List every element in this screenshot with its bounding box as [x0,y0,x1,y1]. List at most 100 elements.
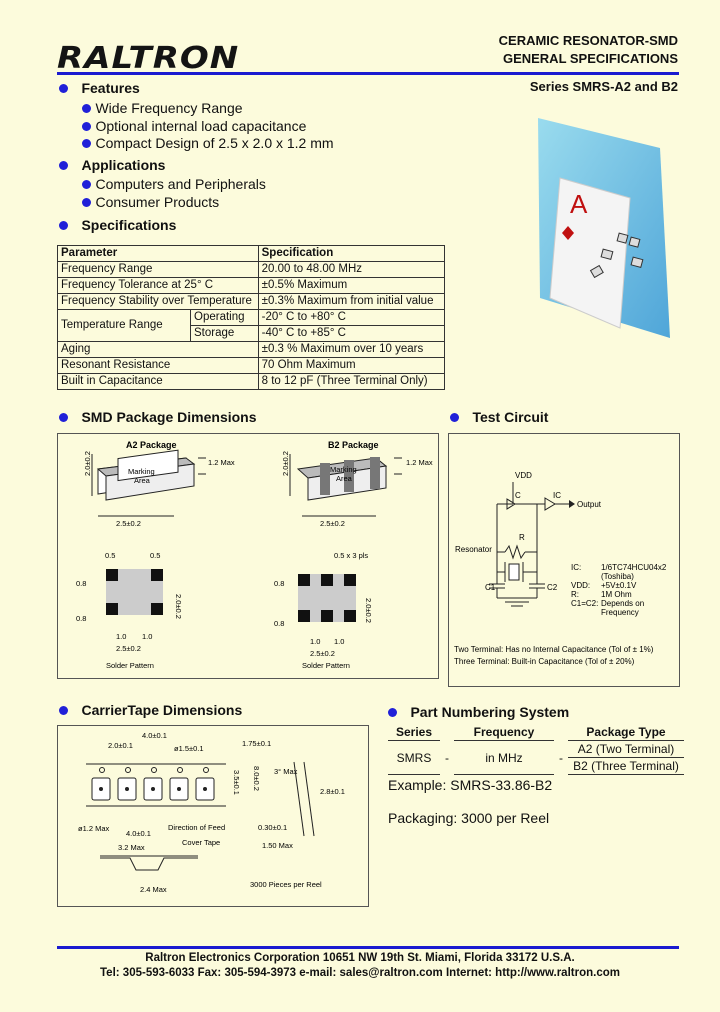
part-table: Series Frequency Package Type SMRS - in … [388,724,684,775]
b2-pad-dim: 0.8 [274,579,284,588]
tape-box: 2.0±0.1 4.0±0.1 ø1.5±0.1 1.75±0.1 3.5±0.… [57,725,369,907]
tape-dim: 2.8±0.1 [320,787,345,796]
bullet-icon [82,180,91,189]
a2-width-dim: 2.0±0.2 [83,451,92,476]
part-example: Example: SMRS-33.86-B2 [388,777,553,793]
tape-dim: 8.0±0.2 [252,766,261,791]
tape-heading: CarrierTape Dimensions [81,702,243,718]
bullet-icon [82,121,91,131]
smd-diagram-box: A2 Package Marking Area 1.2 Max 2.0±0.2 … [57,433,439,679]
b2-pad-dim: 1.0 [334,637,344,646]
legend-value: Frequency [601,608,639,617]
part-section: Part Numbering System [388,704,569,722]
footer-contact: Tel: 305-593-6033 Fax: 305-594-3973 e-ma… [100,967,620,979]
bullet-icon [59,221,68,230]
marking-label: Marking [128,467,155,476]
tape-dim: 2.4 Max [140,885,167,894]
tape-section: CarrierTape Dimensions [59,702,242,720]
a2-solder-label: Solder Pattern [106,661,154,670]
tape-dim: 3° Max [274,767,298,776]
b2-pad-dim: 2.5±0.2 [310,649,335,658]
bullet-icon [450,413,459,422]
applications-list: Computers and Peripherals Consumer Produ… [82,176,266,211]
b2-length-dim: 2.5±0.2 [320,519,345,528]
bullet-icon [82,104,91,113]
specifications-heading: Specifications [81,217,177,233]
footer-address: Raltron Electronics Corporation 10651 NW… [145,952,575,964]
bullet-icon [82,139,91,148]
legend-key: IC: [571,563,581,572]
smd-section: SMD Package Dimensions [59,409,257,427]
bullet-icon [59,84,68,93]
a2-height-dim: 1.2 Max [208,458,235,467]
circuit-note: Two Terminal: Has no Internal Capacitanc… [454,645,654,654]
doc-title-1: CERAMIC RESONATOR-SMD [498,33,678,48]
tape-dim: 2.0±0.1 [108,741,133,750]
resonator-label: Resonator [455,545,492,554]
c-label: C [515,491,521,500]
tape-dim: ø1.5±0.1 [174,744,204,753]
table-row: Frequency Tolerance at 25° C±0.5% Maximu… [57,277,446,294]
applications-section: Applications [59,157,165,175]
tape-dim: 3.2 Max [118,843,145,852]
area-label: Area [336,474,353,483]
circuit-note: Three Terminal: Built-in Capacitance (To… [454,657,635,666]
circuit-section: Test Circuit [450,409,548,427]
marking-label: Marking [330,465,357,474]
cover-label: Cover Tape [182,838,220,847]
a2-pad-dim: 1.0 [116,632,126,641]
list-item: Optional internal load capacitance [82,118,334,136]
pieces-label: 3000 Pieces per Reel [250,880,322,889]
b2-width-dim: 2.0±0.2 [281,451,290,476]
b2-title: B2 Package [328,440,379,450]
r-label: R [519,533,525,542]
feed-label: Direction of Feed [168,823,225,832]
tape-dim: 4.0±0.1 [126,829,151,838]
bullet-icon [59,706,68,715]
a2-pad-dim: 2.5±0.2 [116,644,141,653]
table-row: B2 (Three Terminal) [388,757,684,775]
doc-title-2: GENERAL SPECIFICATIONS [502,51,678,66]
c1-label: C1 [485,583,496,592]
tape-dim: 1.50 Max [262,841,293,850]
part-packaging: Packaging: 3000 per Reel [388,810,550,826]
circuit-box: VDD C IC Output R Resonator C1 C2 IC: 1/… [448,433,680,687]
bullet-icon [59,161,68,170]
circuit-heading: Test Circuit [472,409,549,425]
legend-value: (Toshiba) [601,572,634,581]
smd-heading: SMD Package Dimensions [81,409,257,425]
b2-pad-dim: 2.0±0.2 [364,598,373,623]
tape-dim: 4.0±0.1 [142,731,167,740]
ic-label: IC [553,491,561,500]
a2-pad-dim: 0.8 [76,579,86,588]
a2-length-dim: 2.5±0.2 [116,519,141,528]
tape-dim: 0.30±0.1 [258,823,287,832]
legend-value: +5V±0.1V [601,581,637,590]
a2-title: A2 Package [126,440,177,450]
bullet-icon [388,708,397,717]
legend-value: 1/6TC74HCU04x2 [601,563,667,572]
legend-key: R: [571,590,579,599]
table-row: Frequency Stability over Temperature±0.3… [57,293,446,310]
bullet-icon [82,197,91,207]
vdd-label: VDD [515,471,532,480]
header-rule [57,72,679,75]
column-header: Specification [257,245,446,262]
features-heading: Features [81,80,140,96]
legend-key: C1=C2: [571,599,598,608]
list-item: Consumer Products [82,194,266,212]
raltron-logo: RALTRON [57,40,240,76]
list-item: Wide Frequency Range [82,100,334,118]
a2-pad-dim: 1.0 [142,632,152,641]
b2-solder-label: Solder Pattern [302,661,350,670]
specifications-section: Specifications [59,217,176,235]
circuit-diagram: VDD C IC Output R Resonator C1 C2 IC: 1/… [454,471,667,666]
list-item: Compact Design of 2.5 x 2.0 x 1.2 mm [82,135,334,153]
table-row: SMRS - in MHz - A2 (Two Terminal) [388,740,684,775]
column-header: Parameter [57,245,259,262]
b2-pad-dim: 0.5 x 3 pls [334,551,368,560]
